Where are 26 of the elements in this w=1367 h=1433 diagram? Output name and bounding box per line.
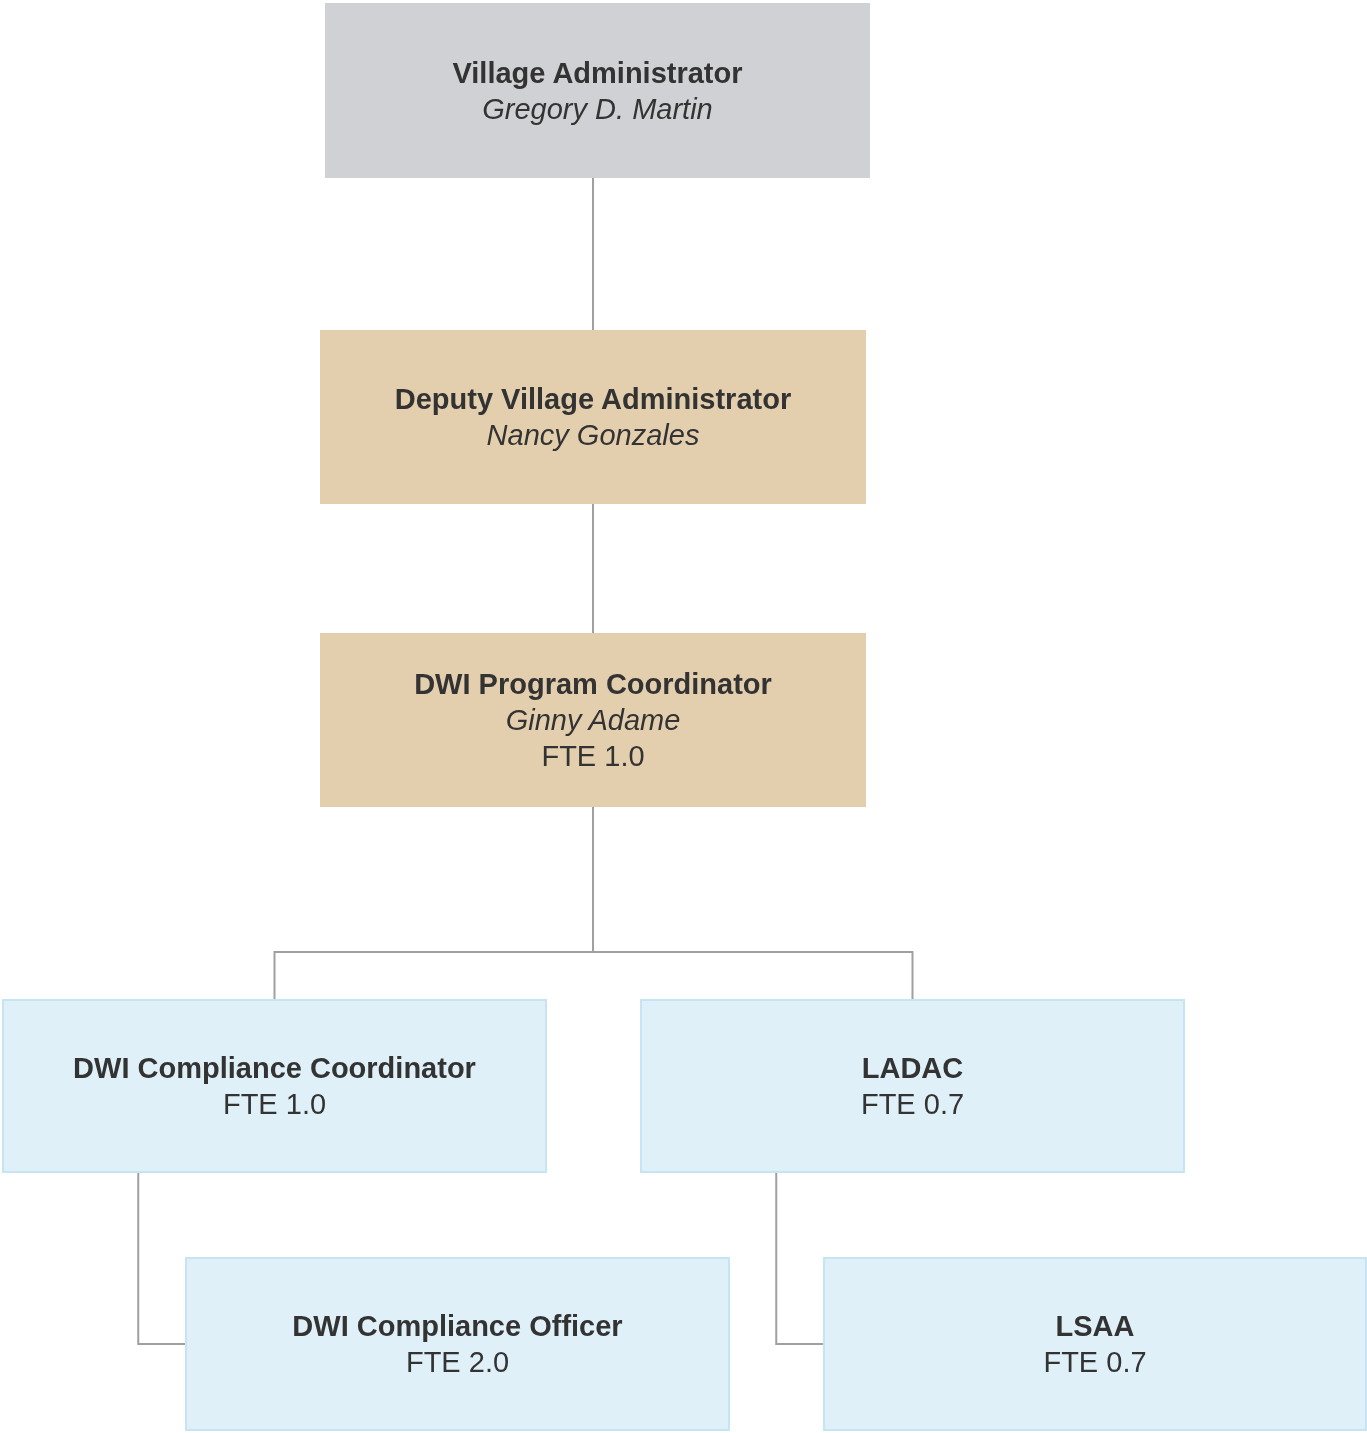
org-box [185, 1257, 730, 1431]
person-name: Ginny Adame [505, 703, 681, 738]
fte-label: FTE 1.0 [541, 739, 645, 774]
position-title: LSAA [1055, 1309, 1135, 1344]
org-box [823, 1257, 1367, 1431]
org-box [320, 633, 866, 807]
position-title: DWI Compliance Coordinator [73, 1051, 476, 1086]
org-box [325, 3, 870, 178]
fte-label: FTE 0.7 [1043, 1345, 1147, 1380]
position-title: LADAC [861, 1051, 964, 1086]
position-title: DWI Program Coordinator [414, 667, 772, 702]
connector-line [592, 503, 594, 634]
connector-line [137, 1172, 186, 1345]
person-name: Nancy Gonzales [486, 418, 700, 453]
person-name: Gregory D. Martin [482, 91, 713, 127]
fte-label: FTE 2.0 [405, 1345, 510, 1380]
position-title: Village Administrator [452, 55, 743, 91]
fte-label: FTE 0.7 [860, 1087, 965, 1122]
connector-line [775, 1172, 824, 1345]
org-box [2, 999, 547, 1173]
position-title: Deputy Village Administrator [394, 382, 792, 417]
org-box [640, 999, 1185, 1173]
position-title: DWI Compliance Officer [292, 1309, 623, 1344]
fte-label: FTE 1.0 [222, 1087, 327, 1122]
connector-line [592, 177, 594, 331]
org-box [320, 330, 866, 504]
